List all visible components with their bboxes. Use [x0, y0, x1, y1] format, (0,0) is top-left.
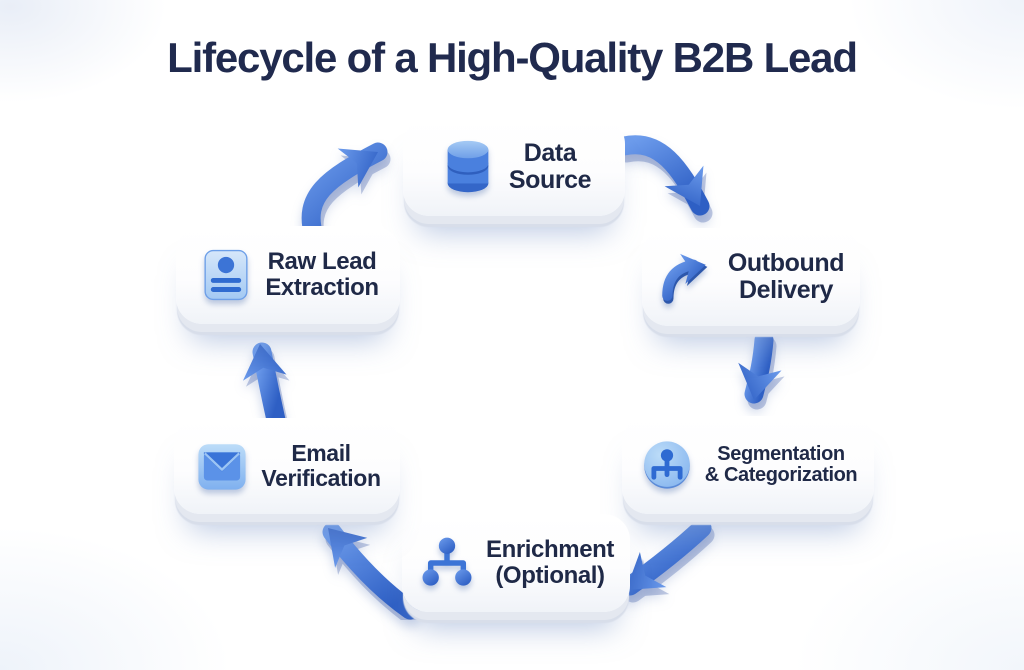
node-outbound-delivery: Outbound Delivery — [642, 228, 860, 326]
node-label: Data Source — [508, 139, 592, 194]
envelope-icon — [193, 437, 251, 495]
node-email-verification: Email Verification — [174, 418, 400, 514]
node-label: Outbound Delivery — [727, 249, 845, 304]
node-label: Email Verification — [261, 440, 381, 491]
node-label: Raw Lead Extraction — [265, 248, 379, 301]
send-arrow-icon — [658, 247, 718, 307]
page-title: Lifecycle of a High-Quality B2B Lead — [167, 34, 858, 81]
node-raw-lead-extraction: Raw Lead Extraction — [176, 226, 400, 324]
arrow-data-source-to-outbound — [614, 135, 713, 223]
node-label: Enrichment (Optional) — [485, 536, 615, 589]
node-enrichment-optional: Enrichment (Optional) — [402, 514, 630, 612]
arrow-enrichment-to-email — [322, 522, 422, 620]
segmentation-icon — [639, 437, 695, 493]
arrow-raw-lead-to-data-source — [301, 142, 391, 242]
arrow-outbound-to-segmentation — [738, 330, 785, 410]
node-label: Segmentation & Categorization — [704, 442, 858, 486]
contact-card-icon — [197, 246, 255, 304]
hierarchy-icon — [418, 534, 476, 592]
arrow-segmentation-to-enrichment — [620, 518, 715, 603]
node-segmentation-categorization: Segmentation & Categorization — [622, 416, 874, 514]
arrow-email-to-raw-lead — [242, 342, 290, 428]
node-data-source: Data Source — [403, 118, 625, 216]
database-icon — [437, 136, 499, 198]
